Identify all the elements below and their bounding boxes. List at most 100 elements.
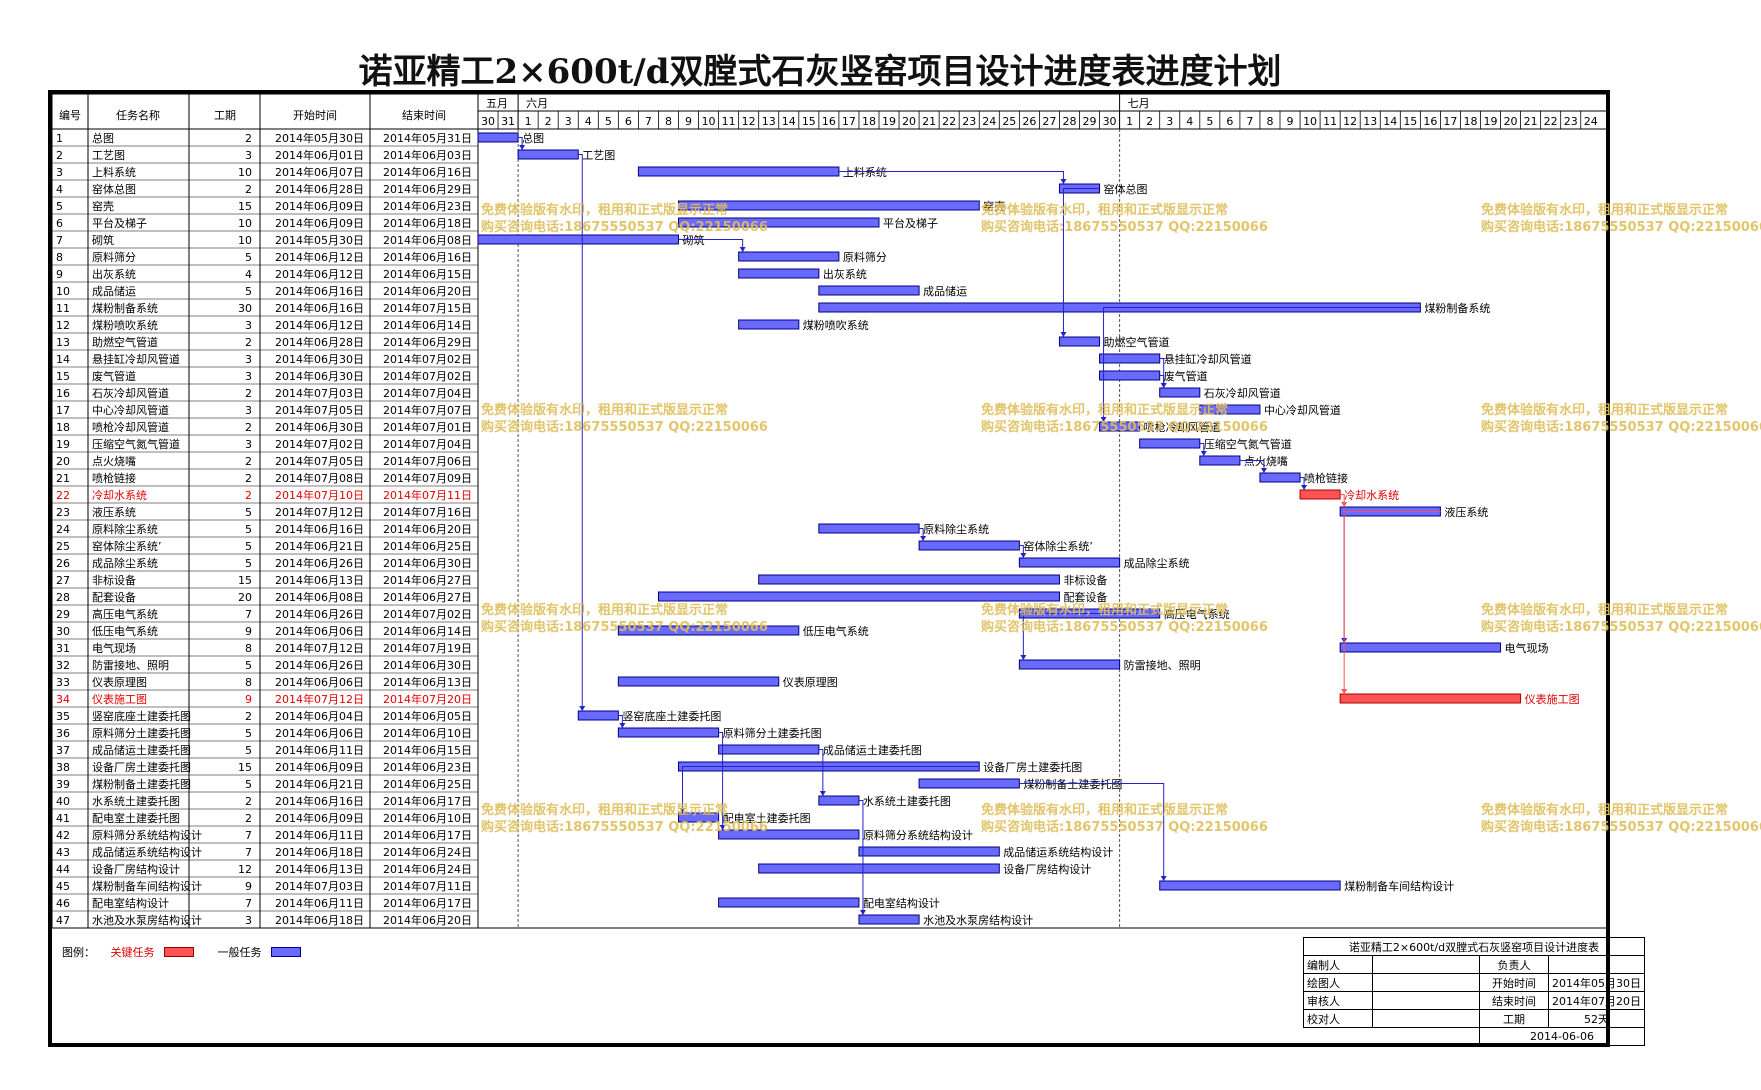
row-start: 2014年06月06日 [275,624,364,638]
row-end: 2014年06月16日 [383,250,472,264]
day-label: 21 [1524,115,1538,128]
row-end: 2014年06月30日 [383,556,472,570]
row-name: 总图 [92,131,114,145]
row-end: 2014年06月13日 [383,675,472,689]
bar-label: 废气管道 [1164,369,1208,383]
dur-value: 52天 [1547,1009,1646,1028]
row-id: 7 [56,234,63,247]
row-name: 喷枪链接 [92,471,136,485]
bar-label: 电气现场 [1505,641,1549,655]
dependency-arrow [819,791,826,796]
dependency-arrow [679,808,686,813]
day-label: 19 [1484,115,1498,128]
row-start: 2014年06月16日 [275,794,364,808]
gantt-bar [818,523,920,534]
day-label: 27 [1042,115,1056,128]
bar-label: 高压电气系统 [1164,607,1230,621]
gantt-bar [858,846,1000,857]
bar-label: 煤粉喷吹系统 [803,319,869,332]
row-duration: 10 [238,166,252,179]
bar-label: 窑体总图 [1104,182,1148,196]
month-label: 六月 [526,97,548,110]
row-duration: 3 [245,404,252,417]
dependency-link [1343,511,1441,694]
row-end: 2014年07月01日 [383,420,472,434]
bar-label: 防雷接地、照明 [1124,658,1201,672]
dependency-arrow [1020,553,1027,558]
gantt-bar [1139,438,1201,449]
column-header: 编号 [59,108,81,122]
row-start: 2014年06月06日 [275,675,364,689]
day-label: 8 [1266,115,1273,128]
row-duration: 2 [245,132,252,145]
dependency-arrow [1341,502,1348,507]
row-name: 高压电气系统 [92,607,158,621]
row-id: 12 [56,319,70,332]
row-name: 出灰系统 [92,267,136,281]
row-duration: 7 [245,846,252,859]
row-duration: 10 [238,217,252,230]
day-label: 16 [1423,115,1437,128]
day-label: 11 [722,115,736,128]
row-name: 液压系统 [92,505,136,519]
gantt-bar [477,234,679,245]
day-label: 28 [1062,115,1076,128]
dependency-arrow [1020,655,1027,660]
gantt-bar [818,795,860,806]
bar-label: 水系统土建委托图 [863,794,951,808]
day-label: 18 [1463,115,1477,128]
title-block-project: 诺亚精工2×600t/d双膛式石灰竖窑项目设计进度表 [1302,937,1646,956]
row-id: 6 [56,217,63,230]
gantt-bar [918,778,1020,789]
row-start: 2014年06月09日 [275,760,364,774]
checker-label: 校对人 [1303,1009,1373,1028]
row-name: 电气现场 [92,641,136,655]
row-end: 2014年06月20日 [383,913,472,927]
row-start: 2014年06月18日 [275,845,364,859]
row-duration: 5 [245,540,252,553]
row-start: 2014年06月16日 [275,284,364,298]
row-id: 36 [56,727,70,740]
row-end: 2014年07月07日 [383,403,472,417]
row-name: 原料除尘系统 [92,522,158,536]
bar-label: 非标设备 [1063,573,1107,587]
row-start: 2014年06月16日 [275,301,364,315]
row-name: 设备厂房土建委托图 [92,760,191,774]
gantt-bar [1159,387,1201,398]
row-start: 2014年07月03日 [275,386,364,400]
gantt-bar [718,744,820,755]
day-label: 10 [1303,115,1317,128]
row-duration: 5 [245,778,252,791]
day-label: 26 [1022,115,1036,128]
row-duration: 15 [238,761,252,774]
dependency-link [1343,511,1441,643]
bar-label: 成品储运系统结构设计 [1003,845,1113,859]
row-end: 2014年07月02日 [383,607,472,621]
legend: 图例： 关键任务 一般任务 [62,944,301,960]
row-id: 44 [56,863,70,876]
reviewer-value [1372,991,1480,1010]
row-end: 2014年06月20日 [383,522,472,536]
row-id: 21 [56,472,70,485]
day-label: 2 [545,115,552,128]
gantt-bar [1299,489,1341,500]
row-name: 窑体总图 [92,182,136,196]
row-end: 2014年06月17日 [383,828,472,842]
row-id: 46 [56,897,70,910]
row-end: 2014年06月29日 [383,335,472,349]
bar-label: 总图 [522,131,544,145]
row-start: 2014年06月08日 [275,590,364,604]
editor-value [1372,955,1480,974]
row-name: 平台及梯子 [92,216,147,230]
row-duration: 2 [245,472,252,485]
row-id: 32 [56,659,70,672]
row-duration: 20 [238,591,252,604]
day-label: 4 [1186,115,1193,128]
row-start: 2014年06月07日 [275,165,364,179]
row-end: 2014年07月02日 [383,352,472,366]
dependency-link [1103,307,1421,422]
row-start: 2014年06月30日 [275,352,364,366]
row-end: 2014年07月09日 [383,471,472,485]
row-id: 17 [56,404,70,417]
row-duration: 5 [245,557,252,570]
